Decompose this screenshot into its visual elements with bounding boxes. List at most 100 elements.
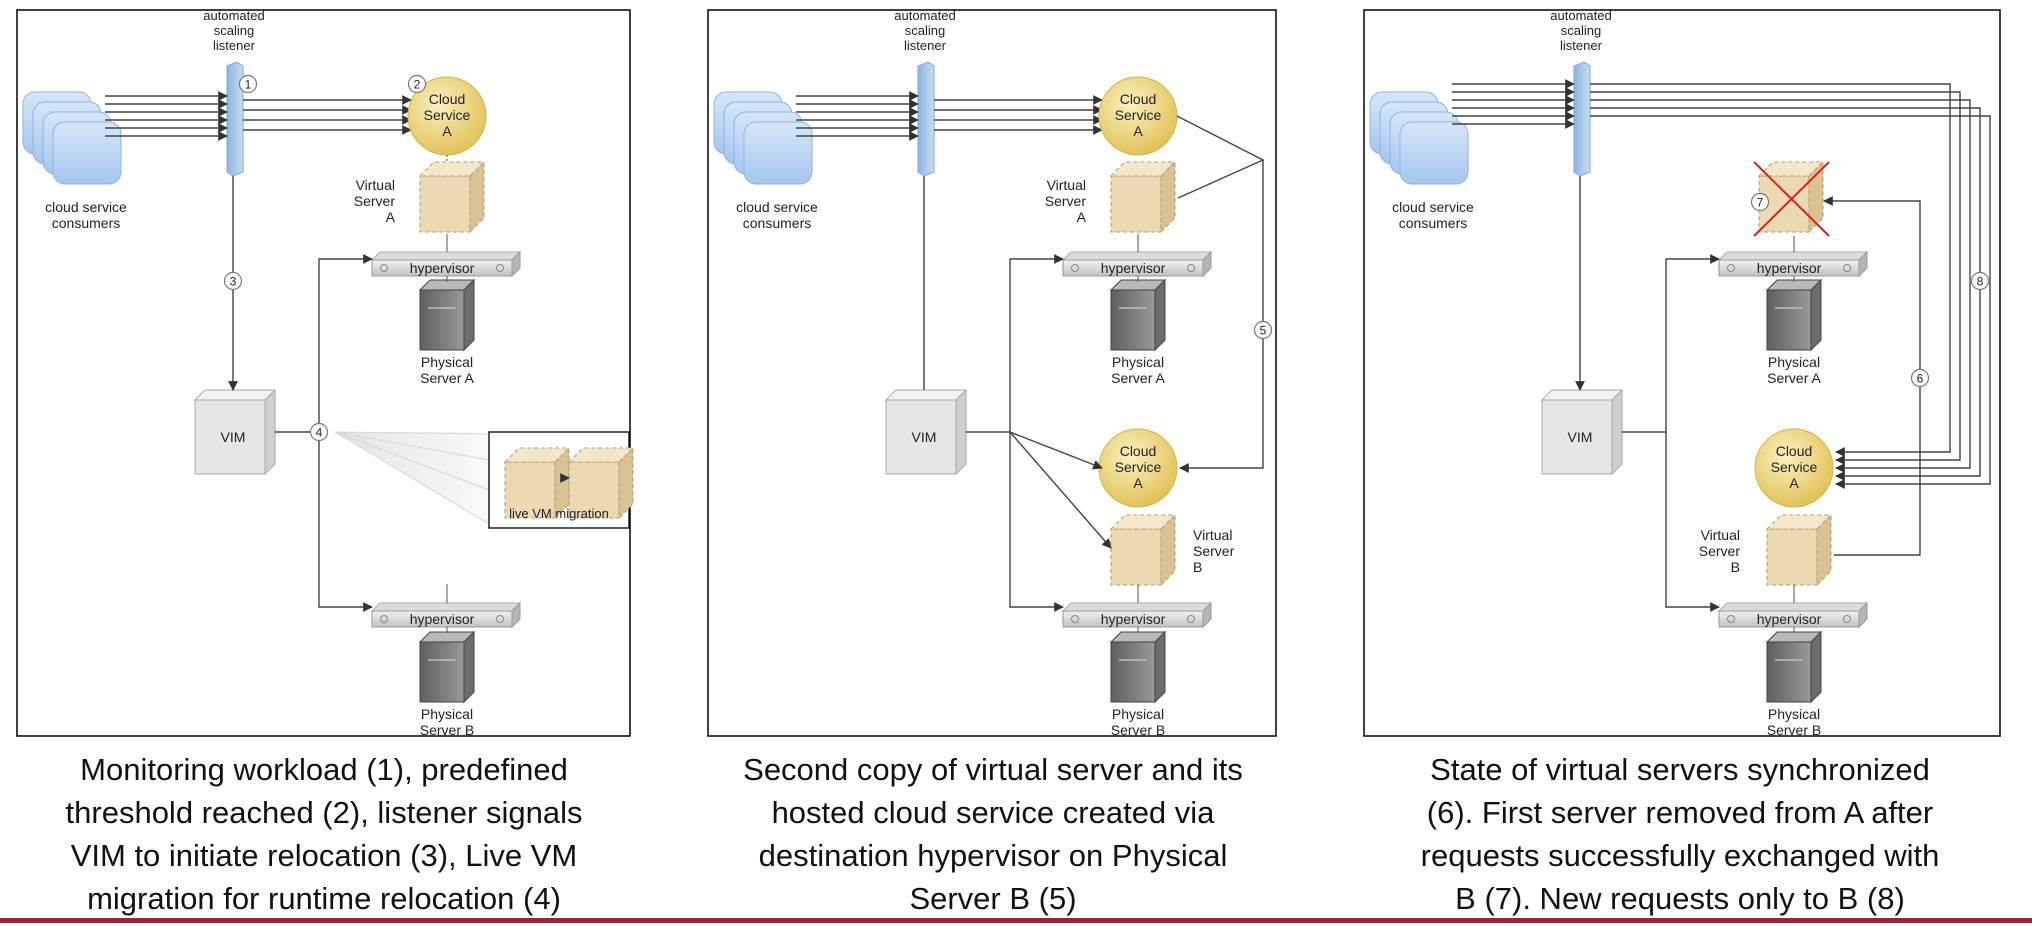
- new-request-arrow: [1590, 91, 1961, 465]
- hypervisor-led: [1071, 264, 1079, 272]
- vim-box-top: [193, 389, 277, 401]
- step-1: 1: [245, 78, 252, 92]
- cloud-service-label: Service: [1115, 107, 1162, 123]
- panel-frame: [1363, 9, 2001, 737]
- consumer-icon: [52, 121, 122, 185]
- physical-server-b-label: Physical: [1768, 706, 1820, 722]
- hypervisor-led: [1187, 615, 1195, 623]
- hypervisor-led: [1071, 615, 1079, 623]
- hypervisor-label: hypervisor: [1757, 611, 1822, 627]
- cloud-service-label: Cloud: [429, 91, 466, 107]
- physical-server-a-label: Server A: [420, 370, 474, 386]
- remove-cross-icon: [1753, 161, 1830, 237]
- listener-label: scaling: [1561, 23, 1601, 38]
- caption-panel-3: State of virtual servers synchronized (6…: [1420, 752, 1940, 916]
- virtual-server-top: [1757, 161, 1825, 177]
- virtual-server-b-label: Server: [1193, 543, 1235, 559]
- listener-label: listener: [904, 38, 947, 53]
- listener-bar-icon: [917, 61, 935, 177]
- listener-label: automated: [1550, 8, 1611, 23]
- virtual-server-icon: [1110, 175, 1162, 233]
- virtual-server-b-label: B: [1193, 559, 1202, 575]
- virtual-server-top: [567, 447, 635, 463]
- physical-server-a-label: Server A: [1111, 370, 1165, 386]
- virtual-server-top: [503, 447, 571, 463]
- control-arrow: [1009, 432, 1064, 612]
- hypervisor-label: hypervisor: [410, 260, 475, 276]
- virtual-server-b-label: Virtual: [1193, 527, 1232, 543]
- step-8-circle: [1970, 271, 1990, 291]
- virtual-server-side: [1160, 513, 1176, 587]
- hypervisor-top: [370, 251, 522, 261]
- hypervisor-led: [1727, 264, 1735, 272]
- fan-ray: [334, 431, 490, 491]
- vim-label: VIM: [912, 429, 937, 445]
- virtual-server-top: [1109, 514, 1177, 530]
- physical-server-b-label: Server B: [1767, 722, 1821, 738]
- control-arrow: [1622, 254, 1720, 433]
- virtual-server-side: [469, 160, 485, 234]
- hypervisor-led: [380, 615, 388, 623]
- listener-label: scaling: [214, 23, 254, 38]
- hypervisor-side: [1202, 250, 1212, 278]
- vim-box-top: [884, 389, 968, 401]
- hypervisor-side: [511, 250, 521, 278]
- physical-server-icon: [1110, 641, 1156, 703]
- physical-server-b-label: Physical: [421, 706, 473, 722]
- create-arrow: [1009, 431, 1103, 470]
- physical-server-side: [463, 630, 475, 704]
- caption-panel-2: Second copy of virtual server and its ho…: [743, 752, 1243, 916]
- hypervisor-top: [370, 602, 522, 612]
- consumers-label: cloud service: [736, 199, 818, 215]
- physical-server-icon: [419, 641, 465, 703]
- hypervisor-side: [1858, 250, 1868, 278]
- hypervisor-led: [1843, 615, 1851, 623]
- listener-label: listener: [1560, 38, 1603, 53]
- listener-label: automated: [894, 8, 955, 23]
- virtual-server-icon: [1766, 528, 1818, 586]
- cloud-service-label: Cloud: [1776, 443, 1813, 459]
- physical-server-b-label: Server B: [1111, 722, 1165, 738]
- step-5-circle: [1253, 320, 1273, 340]
- consumers-label: cloud service: [1392, 199, 1474, 215]
- virtual-server-top: [418, 161, 486, 177]
- step-4-circle: [309, 422, 329, 442]
- cloud-service-label: Service: [424, 107, 471, 123]
- hypervisor-led: [1727, 615, 1735, 623]
- copy-arrow: [1179, 160, 1264, 473]
- control-arrow: [275, 254, 373, 433]
- hypervisor-label: hypervisor: [1101, 260, 1166, 276]
- vim-label: VIM: [221, 429, 246, 445]
- vim-box-top: [1540, 389, 1624, 401]
- listener-label: scaling: [905, 23, 945, 38]
- hypervisor-top: [1061, 602, 1213, 612]
- step-3-circle: [223, 271, 243, 291]
- physical-server-a-label: Physical: [421, 354, 473, 370]
- physical-server-side: [1154, 278, 1166, 352]
- virtual-server-top: [1765, 514, 1833, 530]
- step-6-circle: [1910, 368, 1930, 388]
- step-7-circle: [1750, 192, 1770, 212]
- hypervisor-led: [496, 615, 504, 623]
- hypervisor-side: [511, 601, 521, 629]
- vim-box-side: [1611, 388, 1623, 476]
- control-arrow: [1665, 432, 1720, 612]
- virtual-server-side: [1816, 513, 1832, 587]
- cloud-service-label: A: [1133, 123, 1143, 139]
- physical-server-a-label: Server A: [1767, 370, 1821, 386]
- step-5: 5: [1260, 324, 1267, 338]
- hypervisor-top: [1717, 602, 1869, 612]
- cloud-service-label: Service: [1115, 459, 1162, 475]
- physical-server-side: [463, 278, 475, 352]
- physical-server-b-label: Physical: [1112, 706, 1164, 722]
- virtual-server-side: [1160, 160, 1176, 234]
- step-8: 8: [1977, 275, 1984, 289]
- consumers-label: consumers: [52, 215, 120, 231]
- physical-server-icon: [1766, 641, 1812, 703]
- physical-server-a-label: Physical: [1768, 354, 1820, 370]
- physical-server-icon: [1766, 289, 1812, 351]
- physical-server-side: [1154, 630, 1166, 704]
